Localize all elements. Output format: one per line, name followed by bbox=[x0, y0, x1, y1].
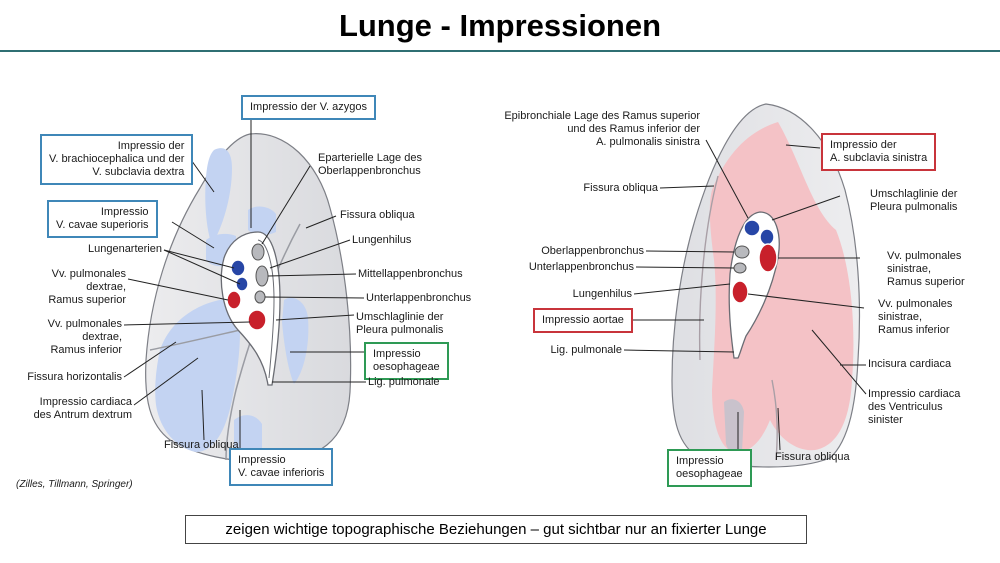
right-bronchus-middle bbox=[255, 265, 269, 287]
label-impressio-oesophageae-left: Impressio oesophageae bbox=[667, 449, 752, 487]
page-title: Lunge - Impressionen bbox=[338, 8, 662, 43]
impressio-brachiocephalica-region bbox=[205, 148, 232, 245]
title-divider bbox=[0, 50, 1000, 52]
label-fissura-obliqua-bottom-right-lung: Fissura obliqua bbox=[164, 439, 239, 451]
footer-caption: zeigen wichtige topographische Beziehung… bbox=[185, 515, 807, 544]
fissura-horizontalis-line bbox=[149, 329, 241, 351]
label-impressio-oesophageae-right: Impressio oesophageae bbox=[364, 342, 449, 380]
label-lungenarterien: Lungenarterien bbox=[87, 243, 162, 255]
left-pulmonary-artery-1 bbox=[743, 219, 761, 237]
right-pulmonary-artery-2 bbox=[235, 276, 249, 292]
right-lung bbox=[123, 118, 366, 463]
label-vv-pulmonales-dextrae-inferior: Vv. pulmonales dextrae, Ramus inferior bbox=[47, 318, 122, 356]
label-fissura-obliqua-bottom-left-lung: Fissura obliqua bbox=[775, 451, 850, 463]
label-oberlappenbronchus: Oberlappenbronchus bbox=[541, 245, 644, 257]
right-umschlag-inner bbox=[257, 239, 275, 379]
right-bronchus-lower bbox=[254, 290, 266, 304]
label-vv-pulmonales-sinistrae-superior: Vv. pulmonales sinistrae, Ramus superior bbox=[887, 250, 965, 288]
label-unterlappenbronchus-left: Unterlappenbronchus bbox=[528, 261, 634, 273]
label-impressio-cava-inferior: Impressio V. cavae inferioris bbox=[229, 448, 334, 486]
impressio-azygos-region bbox=[248, 206, 276, 235]
label-fissura-horizontalis: Fissura horizontalis bbox=[27, 371, 122, 383]
label-umschlaglinie-left: Umschlaglinie der Pleura pulmonalis bbox=[870, 188, 958, 213]
label-fissura-obliqua-top-right-lung: Fissura obliqua bbox=[340, 209, 415, 221]
label-impressio-cardiaca-right: Impressio cardiaca des Antrum dextrum bbox=[33, 396, 132, 421]
label-lungenhilus-right: Lungenhilus bbox=[352, 234, 412, 246]
left-oesophageal-strip bbox=[724, 399, 744, 454]
label-impressio-cardiaca-left: Impressio cardiaca des Ventriculus sinis… bbox=[868, 388, 961, 426]
left-lung bbox=[623, 103, 867, 468]
left-pulmonary-artery-2 bbox=[759, 228, 775, 246]
label-impressio-cava-superior: Impressio V. cavae superioris bbox=[47, 200, 158, 238]
label-impressio-aortae: Impressio aortae bbox=[533, 308, 633, 333]
label-eparterielle-lage: Eparterielle Lage des Oberlappenbronchus bbox=[318, 152, 422, 177]
label-impressio-brachiocephalica: Impressio der V. brachiocephalica und de… bbox=[40, 134, 194, 185]
label-impressio-subclavia-sinistra: Impressio der A. subclavia sinistra bbox=[821, 133, 937, 171]
left-pink-region bbox=[709, 122, 854, 453]
left-fissura-obliqua-upper bbox=[698, 175, 719, 361]
image-credit: (Zilles, Tillmann, Springer) bbox=[16, 479, 133, 490]
left-pulmonary-vein-superior bbox=[758, 243, 778, 273]
label-incisura-cardiaca: Incisura cardiaca bbox=[868, 358, 952, 370]
impressio-cava-inferior-region bbox=[234, 415, 262, 454]
label-vv-pulmonales-dextrae-superior: Vv. pulmonales dextrae, Ramus superior bbox=[48, 268, 126, 306]
left-bronchus-lower bbox=[733, 262, 747, 274]
label-fissura-obliqua-top-left-lung: Fissura obliqua bbox=[583, 182, 658, 194]
label-lig-pulmonale-right: Lig. pulmonale bbox=[368, 376, 440, 388]
left-pulmonary-vein-inferior bbox=[731, 280, 749, 304]
impressio-cardiaca-region bbox=[155, 298, 240, 452]
label-epibronchiale-lage: Epibronchiale Lage des Ramus superior un… bbox=[504, 110, 700, 148]
label-mittellappenbronchus: Mittellappenbronchus bbox=[358, 268, 463, 280]
right-bronchus-upper bbox=[251, 243, 265, 261]
left-bronchus-upper bbox=[734, 245, 750, 259]
label-umschlaglinie-right: Umschlaglinie der Pleura pulmonalis bbox=[356, 311, 444, 336]
fissura-obliqua-line bbox=[225, 223, 301, 461]
label-lig-pulmonale-left: Lig. pulmonale bbox=[550, 344, 622, 356]
label-vv-pulmonales-sinistrae-inferior: Vv. pulmonales sinistrae, Ramus inferior bbox=[878, 298, 953, 336]
right-pulmonary-vein-superior bbox=[226, 290, 242, 310]
label-unterlappenbronchus-right: Unterlappenbronchus bbox=[366, 292, 472, 304]
label-impressio-azygos: Impressio der V. azygos bbox=[241, 95, 376, 120]
right-pulmonary-artery-1 bbox=[230, 259, 246, 277]
right-pulmonary-vein-inferior bbox=[247, 309, 267, 331]
left-fissura-obliqua-lower bbox=[771, 379, 778, 461]
label-lungenhilus-left: Lungenhilus bbox=[572, 288, 632, 300]
